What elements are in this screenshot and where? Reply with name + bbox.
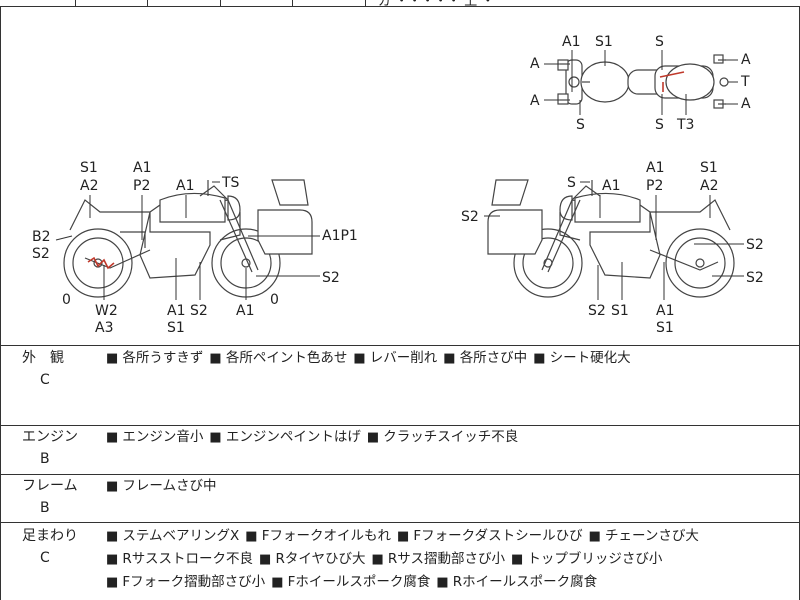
label-right-s1-engine: S1	[611, 303, 629, 319]
suspension-item: Fフォークオイルもれ	[245, 528, 391, 544]
suspension-item: Fフォーク摺動部さび小	[106, 574, 265, 590]
section-suspension-items: ステムベアリングX Fフォークオイルもれ Fフォークダストシールひびチェーンさび大 R…	[106, 525, 790, 594]
table-cell-divider	[75, 0, 76, 6]
section-divider	[0, 474, 800, 475]
suspension-item: Fホイールスポーク腐食	[271, 574, 430, 590]
suspension-item: Rサス摺動部さび小	[371, 551, 505, 567]
label-top-a-right-1: A	[741, 52, 751, 68]
suspension-item: ステムベアリングX	[106, 528, 239, 544]
label-left-w2: W2	[95, 303, 118, 319]
label-top-a-left-1: A	[530, 56, 540, 72]
label-left-a1-tank: A1	[176, 178, 195, 194]
label-top-a-right-2: A	[741, 96, 751, 112]
label-top-a-left-2: A	[530, 93, 540, 109]
section-exterior-title: 外 観 C	[22, 347, 82, 388]
section-suspension-title: 足まわり C	[22, 525, 82, 566]
label-left-b2: B2	[32, 229, 51, 245]
table-cell-divider	[147, 0, 148, 6]
top-view-motorcycle	[557, 54, 729, 109]
suspension-item: トップブリッジさび小	[511, 551, 662, 567]
section-suspension-grade: C	[40, 550, 50, 566]
label-left-p2: P2	[133, 178, 151, 194]
section-frame-name: フレーム	[22, 478, 78, 494]
section-frame-grade: B	[40, 500, 50, 516]
right-side-view-motorcycle	[487, 179, 735, 298]
section-frame-items: フレームさび中	[106, 475, 790, 498]
top-table-strip: ガ ・・・・・ 上 ・	[0, 0, 800, 9]
motorcycle-drawings	[55, 50, 744, 300]
suspension-item: Fフォークダストシールひび	[397, 528, 583, 544]
section-engine: エンジン B エンジン音小エンジンペイントはげクラッチスイッチ不良	[0, 426, 800, 474]
section-suspension: 足まわり C ステムベアリングX Fフォークオイルもれ Fフォークダストシールひびチ…	[0, 523, 800, 600]
section-engine-grade: B	[40, 451, 50, 467]
frame-item: フレームさび中	[106, 478, 217, 494]
label-top-t3: T3	[677, 117, 695, 133]
label-left-a1: A1	[133, 160, 152, 176]
label-left-s1-engine: S1	[167, 320, 185, 336]
label-left-a1p1: A1P1	[322, 228, 358, 244]
motorcycle-diagram: A1 S1 S A A S S T3 A T A S1 A2 A1 P2 A1 …	[32, 34, 764, 336]
suspension-item: Rタイヤひび大	[259, 551, 365, 567]
label-top-t: T	[741, 74, 750, 90]
section-divider	[0, 425, 800, 426]
exterior-item: 各所ペイント色あせ	[209, 350, 347, 366]
engine-item: エンジン音小	[106, 429, 203, 445]
label-right-p2: P2	[646, 178, 664, 194]
label-left-s2-engine: S2	[190, 303, 208, 319]
label-right-s2-bag: S2	[461, 209, 479, 225]
table-cell-divider	[220, 0, 221, 6]
label-left-a1-engine: A1	[167, 303, 186, 319]
label-top-s-bottom: S	[655, 117, 664, 133]
label-right-a1-lower: A1	[656, 303, 675, 319]
exterior-item: レバー削れ	[353, 350, 437, 366]
label-top-s: S	[655, 34, 664, 50]
section-exterior-items: 各所うすきず各所ペイント色あせレバー削れ各所さび中シート硬化大	[106, 347, 790, 370]
header-fragment-text: ガ ・・・・・ 上 ・	[378, 0, 495, 9]
label-right-s2-engine: S2	[588, 303, 606, 319]
exterior-item: シート硬化大	[533, 350, 630, 366]
suspension-item: チェーンさび大	[589, 528, 699, 544]
label-right-s2-muffler: S2	[746, 270, 764, 286]
label-top-s1: S1	[595, 34, 613, 50]
suspension-item: Rホイールスポーク腐食	[436, 574, 597, 590]
label-right-s2-rear: S2	[746, 237, 764, 253]
label-left-ts: TS	[222, 175, 240, 191]
table-cell-divider	[292, 0, 293, 6]
section-divider	[0, 522, 800, 523]
section-frame: フレーム B フレームさび中	[0, 475, 800, 522]
engine-item: クラッチスイッチ不良	[367, 429, 518, 445]
label-left-zero-rear: 0	[62, 292, 71, 308]
left-side-view-motorcycle	[63, 179, 313, 298]
exterior-item: 各所うすきず	[106, 350, 203, 366]
label-left-s2-front: S2	[322, 270, 340, 286]
label-right-s1-lower: S1	[656, 320, 674, 336]
label-right-s: S	[567, 175, 576, 191]
label-left-s1: S1	[80, 160, 98, 176]
exterior-item: 各所さび中	[443, 350, 527, 366]
suspension-item: Rサスストローク不良	[106, 551, 253, 567]
label-top-a1: A1	[562, 34, 581, 50]
label-left-zero-front: 0	[270, 292, 279, 308]
label-right-s1: S1	[700, 160, 718, 176]
section-frame-title: フレーム B	[22, 475, 82, 516]
section-engine-name: エンジン	[22, 429, 78, 445]
section-engine-items: エンジン音小エンジンペイントはげクラッチスイッチ不良	[106, 426, 790, 449]
label-top-s-bottom-left: S	[576, 117, 585, 133]
table-cell-divider	[365, 0, 366, 6]
label-right-a2: A2	[700, 178, 719, 194]
section-exterior-grade: C	[40, 372, 50, 388]
engine-item: エンジンペイントはげ	[209, 429, 360, 445]
label-right-a1: A1	[646, 160, 665, 176]
label-right-a1-tank: A1	[602, 178, 621, 194]
section-suspension-name: 足まわり	[22, 528, 78, 544]
section-exterior-name: 外 観	[22, 350, 64, 366]
label-left-a2: A2	[80, 178, 99, 194]
label-left-a3: A3	[95, 320, 114, 336]
label-left-s2: S2	[32, 246, 50, 262]
label-left-a1-wheel: A1	[236, 303, 255, 319]
section-engine-title: エンジン B	[22, 426, 82, 467]
section-divider	[0, 345, 800, 346]
section-exterior: 外 観 C 各所うすきず各所ペイント色あせレバー削れ各所さび中シート硬化大	[0, 346, 800, 425]
